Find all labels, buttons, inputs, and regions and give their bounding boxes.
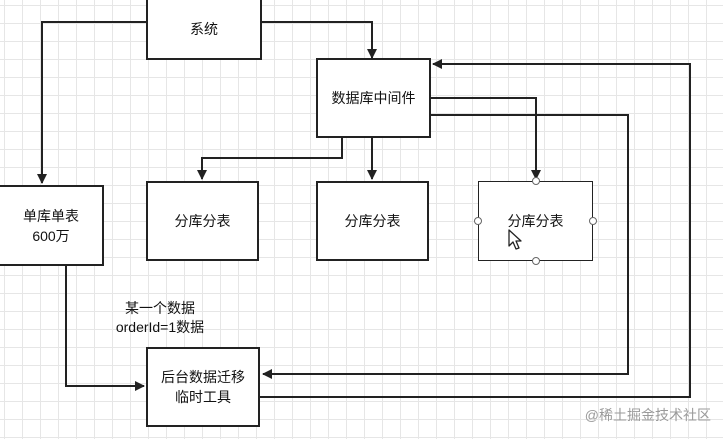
- migration-tool-node[interactable]: 后台数据迁移 临时工具: [146, 347, 260, 427]
- edge-migration-tool-to-middleware: [260, 59, 691, 398]
- selection-handle-top[interactable]: [532, 177, 540, 185]
- arrow-cursor-icon: [508, 229, 522, 250]
- edge-middleware-to-migration-tool: [262, 114, 629, 379]
- edge-middleware-to-shard-3: [431, 97, 541, 180]
- shard-node-3[interactable]: 分库分表: [478, 181, 593, 261]
- shard-node-1[interactable]: 分库分表: [146, 181, 259, 261]
- selection-handle-bottom[interactable]: [532, 257, 540, 265]
- edge-middleware-to-shard-1: [197, 138, 343, 180]
- edge-label-line-2: orderId=1数据: [115, 319, 205, 335]
- edge-system-to-single-db: [37, 21, 146, 184]
- edge-label: 某一个数据 orderId=1数据: [100, 299, 220, 337]
- single-db-node[interactable]: 单库单表 600万: [0, 185, 104, 266]
- watermark: @稀土掘金技术社区: [584, 407, 711, 423]
- edge-system-to-middleware: [262, 21, 377, 59]
- selection-handle-right[interactable]: [589, 217, 597, 225]
- shard-node-2[interactable]: 分库分表: [316, 181, 429, 261]
- selection-handle-left[interactable]: [474, 217, 482, 225]
- edge-single-db-to-migration-tool: [65, 266, 145, 391]
- edge-label-line-1: 某一个数据: [125, 300, 195, 316]
- system-node[interactable]: 系统: [146, 0, 262, 60]
- database-middleware-node[interactable]: 数据库中间件: [316, 58, 431, 138]
